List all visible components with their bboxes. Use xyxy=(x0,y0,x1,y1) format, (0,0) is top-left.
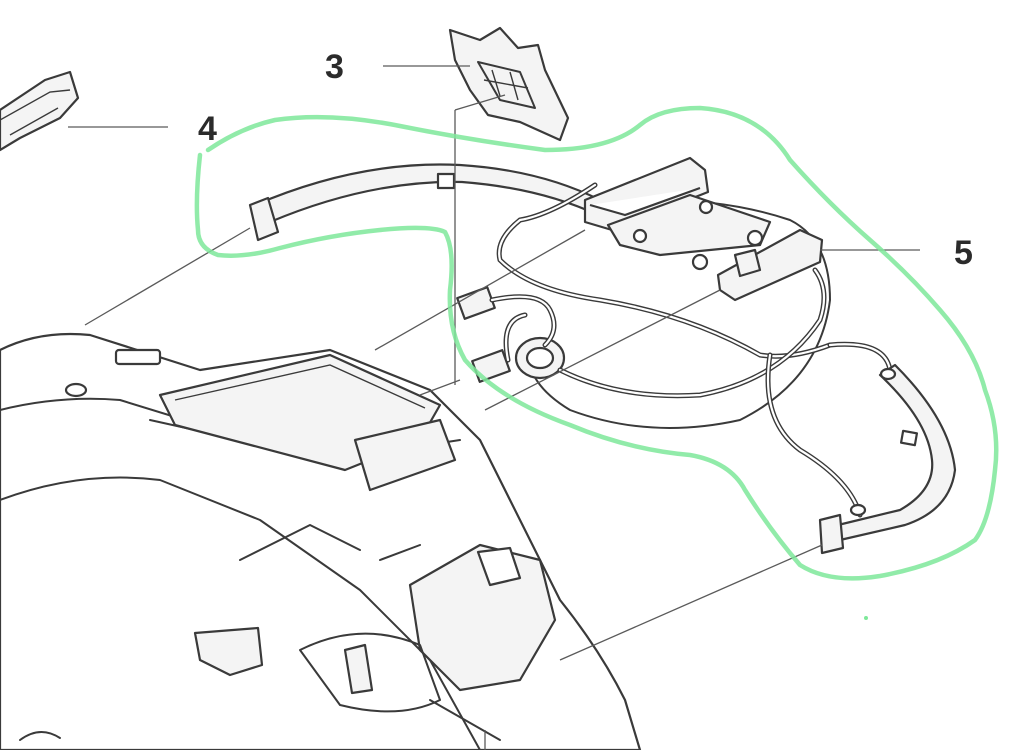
highlight-dot xyxy=(864,616,868,620)
hand-drawn-highlight-outline xyxy=(194,105,999,581)
callout-5: 5 xyxy=(954,234,973,272)
callout-3: 3 xyxy=(325,48,344,86)
part-4-small-bracket xyxy=(0,70,80,152)
callout-labels: 3 4 5 xyxy=(198,48,973,272)
part-3-crown-emblem xyxy=(448,26,570,142)
husqvarna-crown-emblem-icon xyxy=(477,61,536,109)
part-5-charging-plate-assembly xyxy=(456,156,957,555)
leader-lines xyxy=(68,65,920,750)
callout-4: 4 xyxy=(198,110,217,148)
mower-body-shell xyxy=(0,332,642,750)
